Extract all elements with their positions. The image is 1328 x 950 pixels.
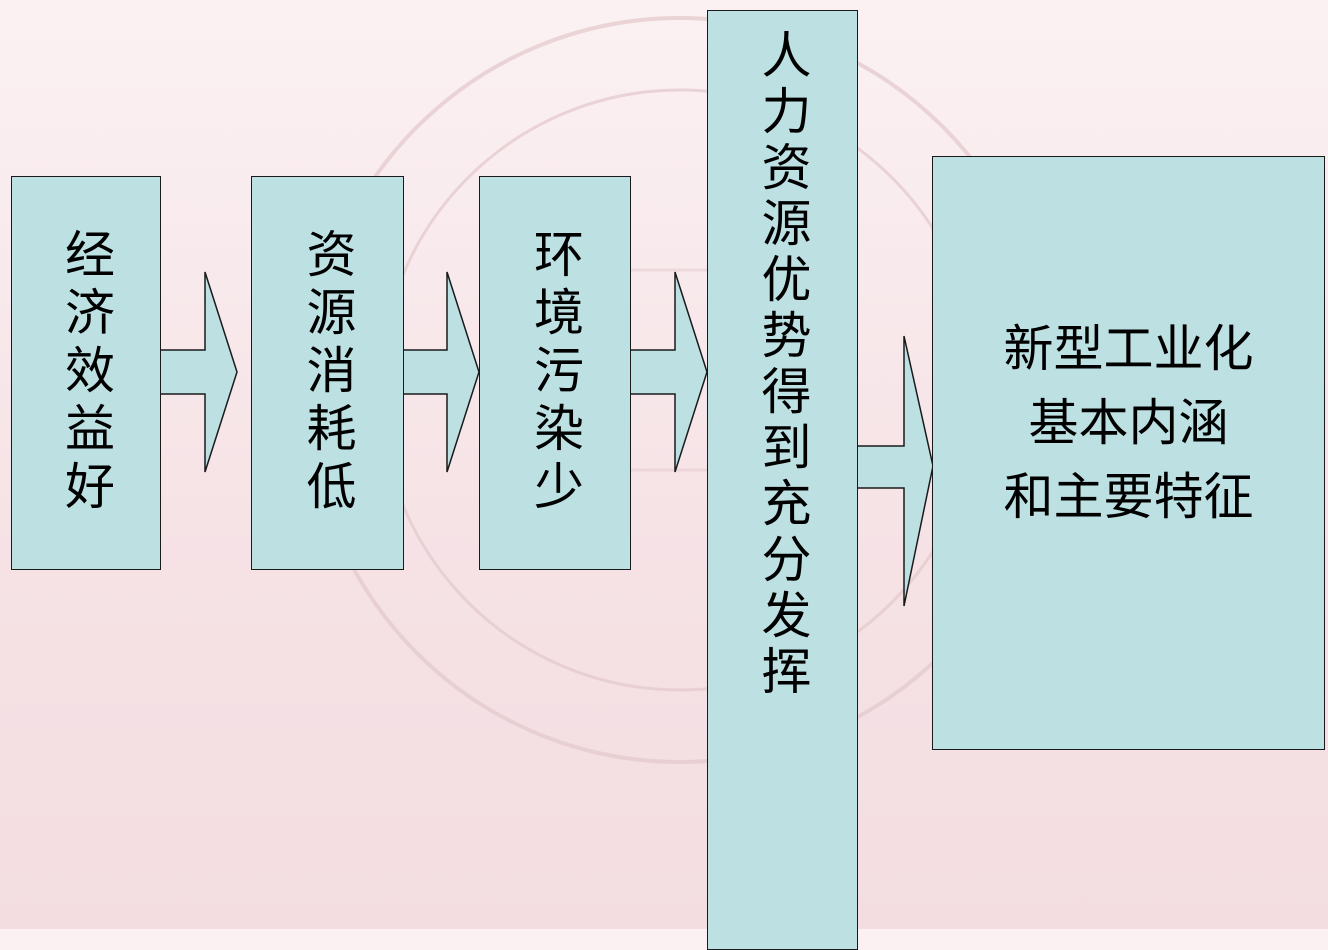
target-line-2: 基本内涵 [1028,394,1229,452]
economic-benefit-box: 经济效益好 [11,176,161,570]
resource-consumption-box: 资源消耗低 [251,176,404,570]
arrow-2 [402,271,480,473]
target-concept-box: 新型工业化 基本内涵 和主要特征 [932,156,1325,750]
target-line-3: 和主要特征 [1003,468,1254,526]
target-concept-text: 新型工业化 基本内涵 和主要特征 [1004,312,1254,534]
resource-consumption-text: 资源消耗低 [298,228,357,518]
target-line-1: 新型工业化 [1003,320,1254,378]
arrow-3 [629,271,708,473]
environmental-pollution-box: 环境污染少 [479,176,631,570]
arrow-1 [159,271,238,473]
environmental-pollution-text: 环境污染少 [526,228,584,518]
economic-benefit-text: 经济效益好 [57,228,115,518]
arrow-layer [159,271,934,607]
human-resource-box: 人力资源优势得到充分发挥 [707,10,858,950]
arrow-4 [856,335,934,607]
human-resource-text: 人力资源优势得到充分发挥 [753,29,812,701]
